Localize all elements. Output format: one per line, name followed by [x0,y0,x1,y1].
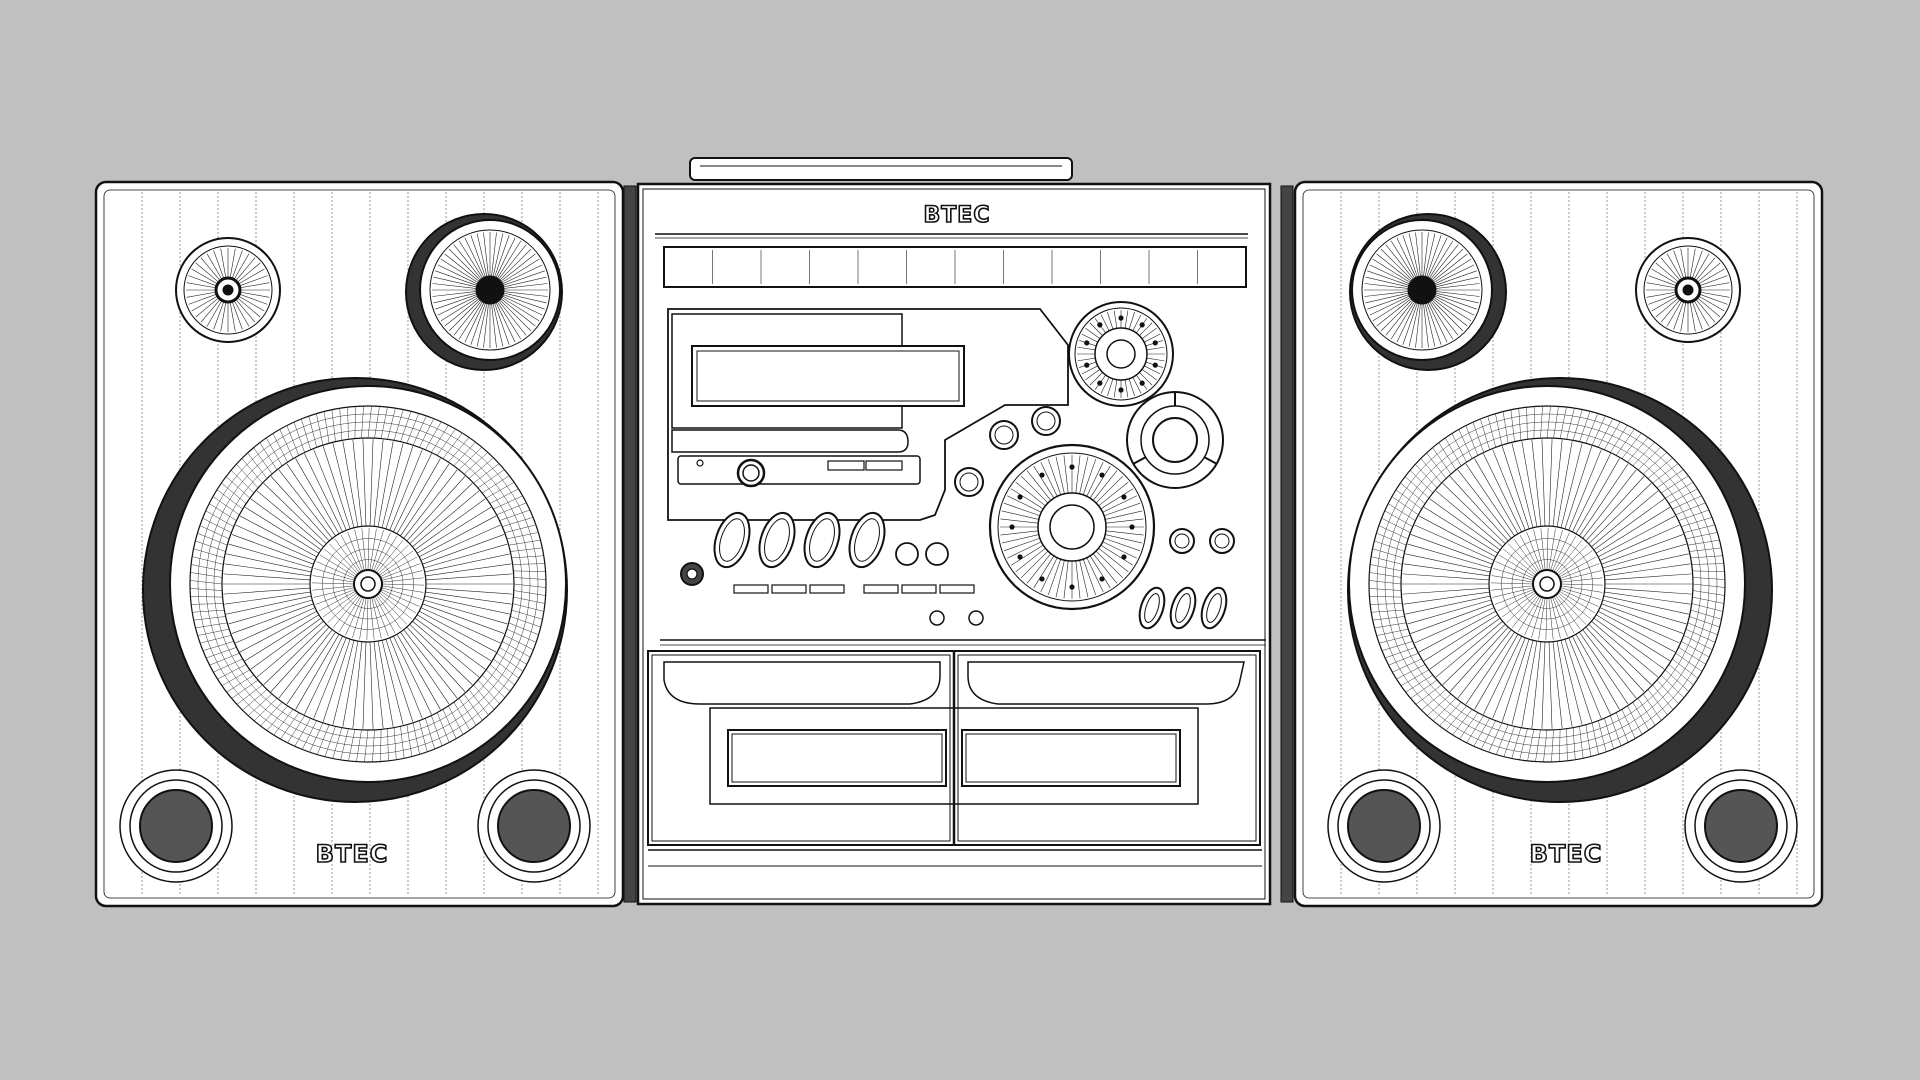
function-button[interactable] [843,508,891,571]
preset-button[interactable] [939,584,975,594]
cd-lid [689,157,1073,181]
mode-selector[interactable] [1126,391,1224,489]
left-speaker: BTEC [94,180,625,908]
left-speaker-brand-label: BTEC [316,840,389,868]
lcd-screen [691,345,965,407]
function-button[interactable] [1166,585,1200,632]
function-button[interactable] [753,508,801,571]
control-button[interactable] [968,610,984,626]
tuning-dial[interactable] [1068,301,1174,407]
control-button[interactable] [925,542,949,566]
tweeter-icon [175,237,281,343]
display-segments [712,250,1198,284]
woofer-icon [1347,377,1773,803]
preset-button[interactable] [771,584,807,594]
function-buttons-right [1135,585,1231,632]
mode-switch[interactable] [827,460,865,471]
function-button[interactable] [708,508,756,571]
bass-port-icon [1327,769,1441,883]
right-speaker: BTEC [1293,180,1824,908]
jog-dial-icon[interactable] [988,443,1156,611]
volume-knob-icon[interactable] [736,458,766,488]
control-button[interactable] [895,542,919,566]
function-button[interactable] [798,508,846,571]
right-speaker-grille-frame [1302,189,1815,899]
preset-buttons [733,584,975,594]
main-unit: BTEC [623,157,1294,906]
right-speaker-brand-label: BTEC [1530,840,1603,868]
left-speaker-grille-frame [103,189,616,899]
cassette-deck-icon[interactable] [953,650,1261,846]
power-indicator [696,459,704,467]
headphone-jack[interactable] [680,562,704,586]
function-button[interactable] [1135,585,1169,632]
bass-port-icon [477,769,591,883]
woofer-icon [142,377,568,803]
mode-switch[interactable] [865,460,903,471]
main-unit-brand-label: BTEC [924,203,991,228]
preset-button[interactable] [863,584,899,594]
preset-button[interactable] [809,584,845,594]
function-button[interactable] [1197,585,1231,632]
preset-button[interactable] [901,584,937,594]
midrange-driver-icon [405,213,563,371]
preset-button[interactable] [733,584,769,594]
bass-port-icon [119,769,233,883]
cassette-deck-icon[interactable] [647,650,955,846]
bass-port-icon [1684,769,1798,883]
tweeter-icon [1635,237,1741,343]
control-button[interactable] [929,610,945,626]
midrange-driver-icon [1349,213,1507,371]
function-buttons [708,508,891,571]
